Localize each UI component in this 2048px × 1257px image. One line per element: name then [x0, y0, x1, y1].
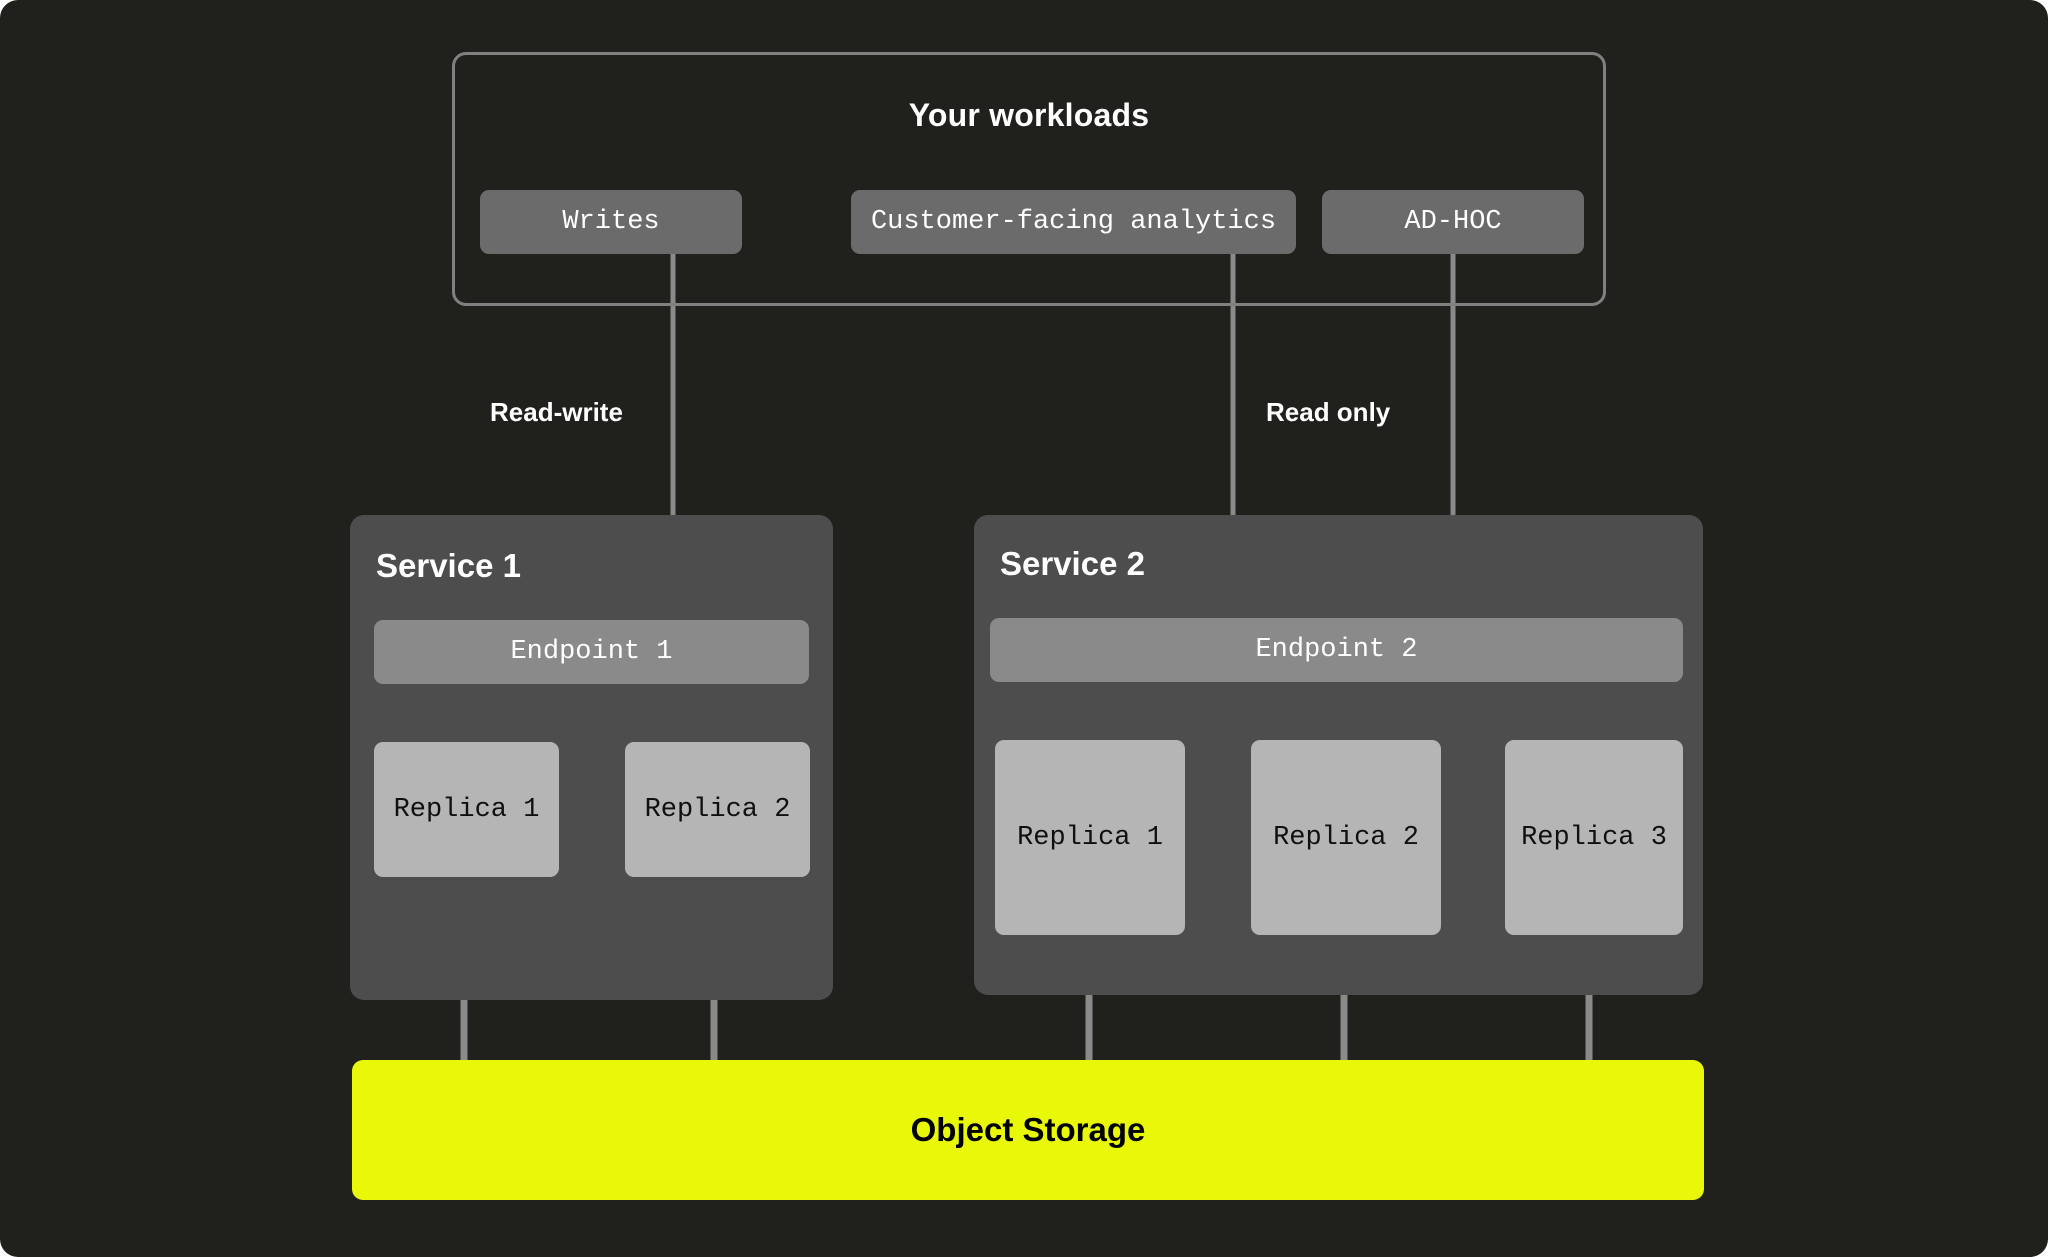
replica-label: Replica 1 — [1017, 822, 1163, 853]
service-cluster: Service 2 Endpoint 2 Replica 1 Replica 2 Rep… — [974, 515, 1703, 995]
edge-label: Read only — [1266, 397, 1391, 427]
workload-label: AD-HOC — [1404, 207, 1502, 237]
workload-node[interactable]: Customer-facing analytics — [851, 190, 1296, 254]
replica-node[interactable]: Replica 1 — [995, 740, 1185, 935]
edge-label: Read-write — [490, 397, 623, 427]
replica-label: Replica 2 — [644, 794, 791, 825]
endpoint-node[interactable]: Endpoint 2 — [990, 618, 1683, 682]
service-title: Service 2 — [1000, 545, 1145, 582]
replica-node[interactable]: Replica 2 — [625, 742, 810, 877]
workloads-group: Your workloads — [452, 52, 1606, 306]
workload-node[interactable]: AD-HOC — [1322, 190, 1584, 254]
replica-node[interactable]: Replica 2 — [1251, 740, 1441, 935]
service-cluster: Service 1 Endpoint 1 Replica 1 Replica 2 — [350, 515, 833, 1000]
endpoint-label: Endpoint 2 — [1255, 635, 1418, 665]
object-storage-node[interactable]: Object Storage — [352, 1060, 1704, 1200]
workload-label: Customer-facing analytics — [870, 207, 1277, 237]
replica-label: Replica 2 — [1273, 822, 1419, 853]
replica-label: Replica 3 — [1521, 822, 1667, 853]
endpoint-label: Endpoint 1 — [510, 637, 673, 667]
object-storage-label: Object Storage — [910, 1111, 1146, 1148]
workload-label: Writes — [562, 207, 660, 237]
replica-label: Replica 1 — [393, 794, 540, 825]
endpoint-node[interactable]: Endpoint 1 — [374, 620, 809, 684]
service-title: Service 1 — [376, 547, 521, 584]
workload-node[interactable]: Writes — [480, 190, 742, 254]
workloads-title: Your workloads — [908, 97, 1150, 133]
replica-node[interactable]: Replica 3 — [1505, 740, 1683, 935]
replica-node[interactable]: Replica 1 — [374, 742, 559, 877]
